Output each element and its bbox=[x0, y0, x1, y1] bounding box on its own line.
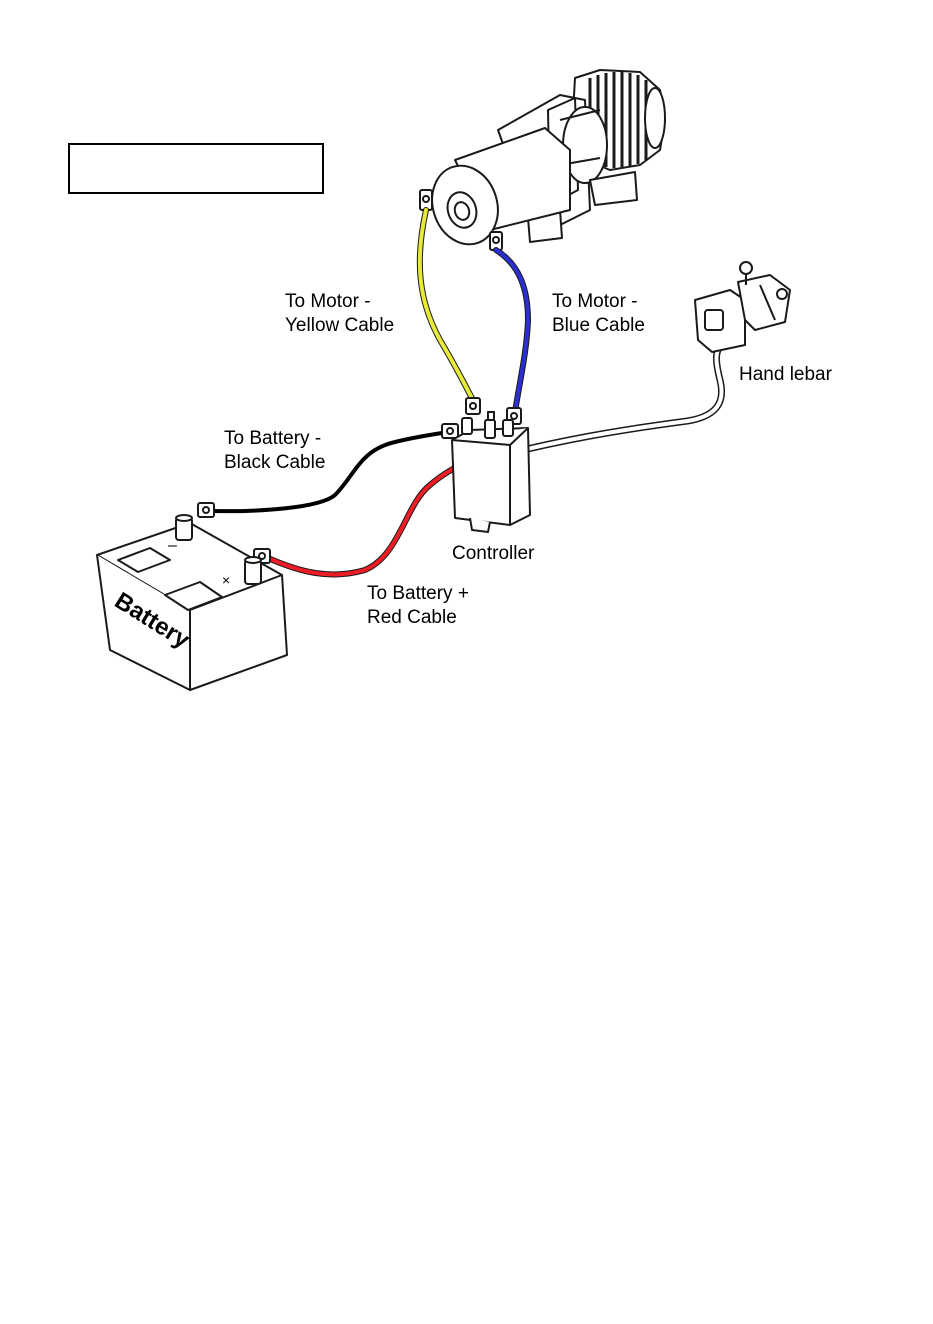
label-controller: Controller bbox=[452, 542, 534, 566]
label-motor-yellow: To Motor - Yellow Cable bbox=[285, 290, 394, 338]
label-motor-blue-line1: To Motor - bbox=[552, 290, 645, 314]
label-battery-red-line1: To Battery + bbox=[367, 582, 469, 606]
label-battery-red-line2: Red Cable bbox=[367, 606, 469, 630]
label-motor-yellow-line1: To Motor - bbox=[285, 290, 394, 314]
label-battery-black: To Battery - Black Cable bbox=[224, 427, 325, 475]
label-motor-yellow-line2: Yellow Cable bbox=[285, 314, 394, 338]
label-battery-red: To Battery + Red Cable bbox=[367, 582, 469, 630]
blue-cable bbox=[496, 250, 528, 412]
winch bbox=[420, 70, 665, 253]
label-motor-blue: To Motor - Blue Cable bbox=[552, 290, 645, 338]
battery-plus-mark: × bbox=[222, 572, 230, 588]
label-motor-blue-line2: Blue Cable bbox=[552, 314, 645, 338]
controller bbox=[452, 412, 530, 532]
blank-label-box bbox=[68, 143, 324, 194]
label-handlebar: Hand lebar bbox=[739, 363, 832, 387]
battery-minus-mark: – bbox=[168, 537, 177, 554]
label-battery-black-line2: Black Cable bbox=[224, 451, 325, 475]
label-battery-black-line1: To Battery - bbox=[224, 427, 325, 451]
handlebar-switch bbox=[695, 262, 790, 352]
